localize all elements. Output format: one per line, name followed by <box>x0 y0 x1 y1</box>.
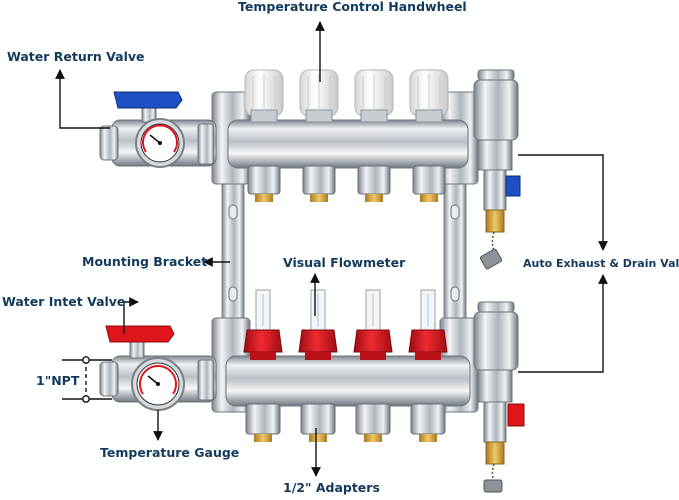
flowmeter-2-icon <box>298 289 338 360</box>
top-connector-4-icon <box>412 165 446 202</box>
red-handle-icon <box>105 325 175 343</box>
top-connector-2-icon <box>302 165 336 202</box>
mounting-bracket-right <box>443 179 467 331</box>
handwheel-4-icon <box>409 69 449 123</box>
label-npt: 1"NPT <box>36 373 80 388</box>
bottom-adapters <box>245 403 446 442</box>
auto-exhaust-bottom-arrow <box>518 274 608 373</box>
label-visual-flowmeter: Visual Flowmeter <box>283 255 406 270</box>
label-temperature-control-handwheel: Temperature Control Handwheel <box>238 0 467 14</box>
label-adapters: 1/2" Adapters <box>283 480 380 495</box>
top-connector-1-icon <box>247 165 281 202</box>
temperature-control-handwheels <box>244 69 449 123</box>
auto-exhaust-top-arrow <box>518 154 608 251</box>
bottom-adapter-3-icon <box>355 403 391 442</box>
water-return-valve <box>99 91 217 168</box>
flowmeter-3-icon <box>353 289 393 360</box>
bottom-manifold-bar <box>211 317 479 413</box>
label-temperature-gauge: Temperature Gauge <box>100 445 240 460</box>
flowmeter-1-icon <box>243 289 283 360</box>
inlet-valve-arrow <box>123 297 139 334</box>
bottom-adapter-1-icon <box>245 403 281 442</box>
bottom-adapter-2-icon <box>300 403 336 442</box>
visual-flowmeters <box>243 289 448 360</box>
flowmeter-4-icon <box>408 289 448 360</box>
bottom-auto-exhaust-drain-valve <box>473 301 525 493</box>
label-water-return-valve: Water Return Valve <box>7 49 145 64</box>
label-water-inlet-valve: Water Intet Valve <box>2 294 126 309</box>
return-valve-arrow <box>55 69 110 129</box>
return-temperature-gauge-icon <box>135 118 185 168</box>
label-auto-exhaust-drain-valve: Auto Exhaust & Drain Valve <box>523 257 679 270</box>
handwheel-3-icon <box>354 69 394 123</box>
blue-handle-icon <box>113 91 183 109</box>
handwheel-1-icon <box>244 69 284 123</box>
callout-lines <box>55 21 608 477</box>
temperature-gauge-icon <box>131 357 185 411</box>
mounting-bracket-left <box>221 179 245 331</box>
top-connector-3-icon <box>357 165 391 202</box>
bottom-adapter-4-icon <box>410 403 446 442</box>
water-inlet-valve <box>99 325 217 411</box>
top-auto-exhaust-drain-valve <box>473 69 521 270</box>
top-outlet-connectors <box>247 165 446 202</box>
handwheel-2-icon <box>299 69 339 123</box>
label-mounting-bracket: Mounting Bracket <box>82 254 208 269</box>
